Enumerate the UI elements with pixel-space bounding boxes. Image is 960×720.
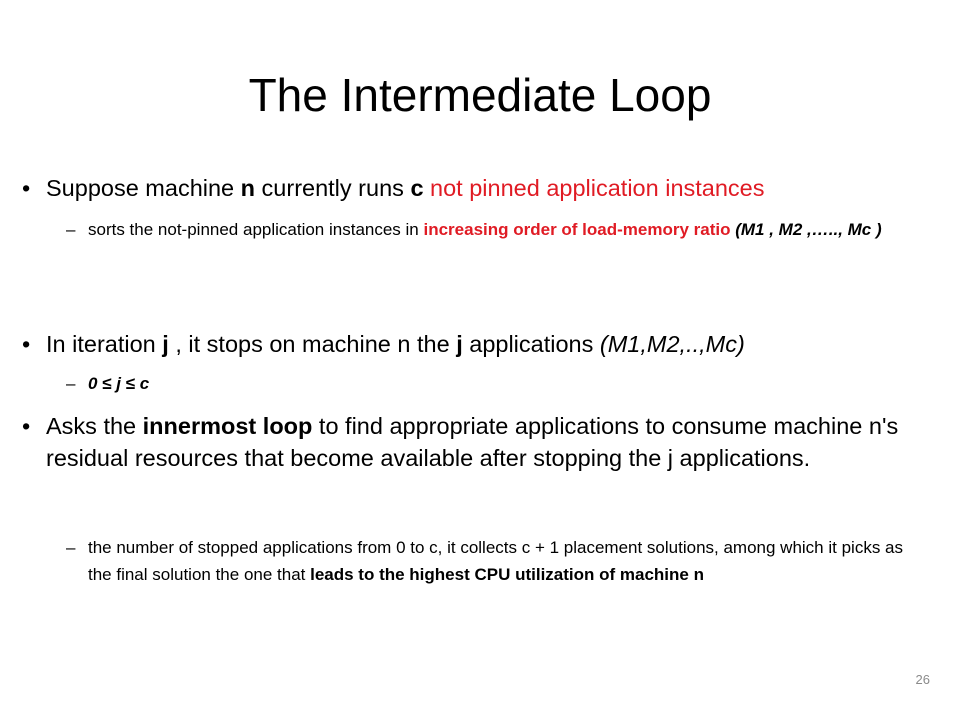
bullet-3-marker: • — [22, 413, 31, 439]
bullet-3-innermost: innermost loop — [142, 413, 313, 439]
bullet-2-var-j: j — [162, 331, 169, 357]
bullet-2-text-a: In iteration — [46, 331, 163, 357]
sub-bullet-3-text-a: the number of stopped applications from … — [88, 538, 903, 584]
bullet-2-text-b: , it stops on machine n the — [168, 331, 457, 357]
bullet-2-text-c: applications — [462, 331, 600, 357]
bullet-1-var-n: n — [240, 175, 256, 201]
slide-title: The Intermediate Loop — [248, 69, 712, 121]
bullet-3-text-a: Asks the — [46, 413, 143, 439]
sub-bullet-1: – sorts the not-pinned application insta… — [66, 216, 948, 243]
bullet-1-highlight: not pinned application instances — [423, 175, 765, 201]
sub-bullet-2-marker: – — [66, 374, 76, 393]
sub-bullet-1-text-a: sorts the not-pinned application instanc… — [88, 220, 424, 239]
bullet-1-marker: • — [22, 175, 31, 201]
bullet-2: • In iteration j , it stops on machine n… — [22, 328, 946, 360]
bullet-2-var-j2: j — [456, 331, 463, 357]
sub-bullet-2: – 0 ≤ j ≤ c — [66, 370, 948, 397]
sub-bullet-3-emphasis: leads to the highest CPU utilization of … — [310, 565, 704, 584]
bullet-3: • Asks the innermost loop to find approp… — [22, 410, 926, 474]
sub-bullet-3-marker: – — [66, 538, 76, 557]
bullet-1-text-b: currently runs — [255, 175, 411, 201]
page-number: 26 — [915, 672, 930, 687]
bullet-1-text-a: Suppose machine — [46, 175, 241, 201]
bullet-1: • Suppose machine n currently runs c not… — [22, 172, 946, 204]
bullet-1-var-c: c — [410, 175, 424, 201]
bullet-2-marker: • — [22, 331, 31, 357]
bullet-2-sequence: (M1,M2,..,Mc) — [599, 331, 745, 357]
sub-bullet-1-sequence: (M1 , M2 ,….., Mc ) — [735, 220, 882, 239]
sub-bullet-2-range: 0 ≤ j ≤ c — [88, 374, 150, 393]
sub-bullet-1-marker: – — [66, 220, 76, 239]
sub-bullet-3: – the number of stopped applications fro… — [66, 534, 928, 588]
bullet-3-text-b: to find appropriate applications to cons… — [46, 413, 899, 471]
sub-bullet-1-highlight: increasing order of load-memory ratio — [423, 220, 731, 239]
